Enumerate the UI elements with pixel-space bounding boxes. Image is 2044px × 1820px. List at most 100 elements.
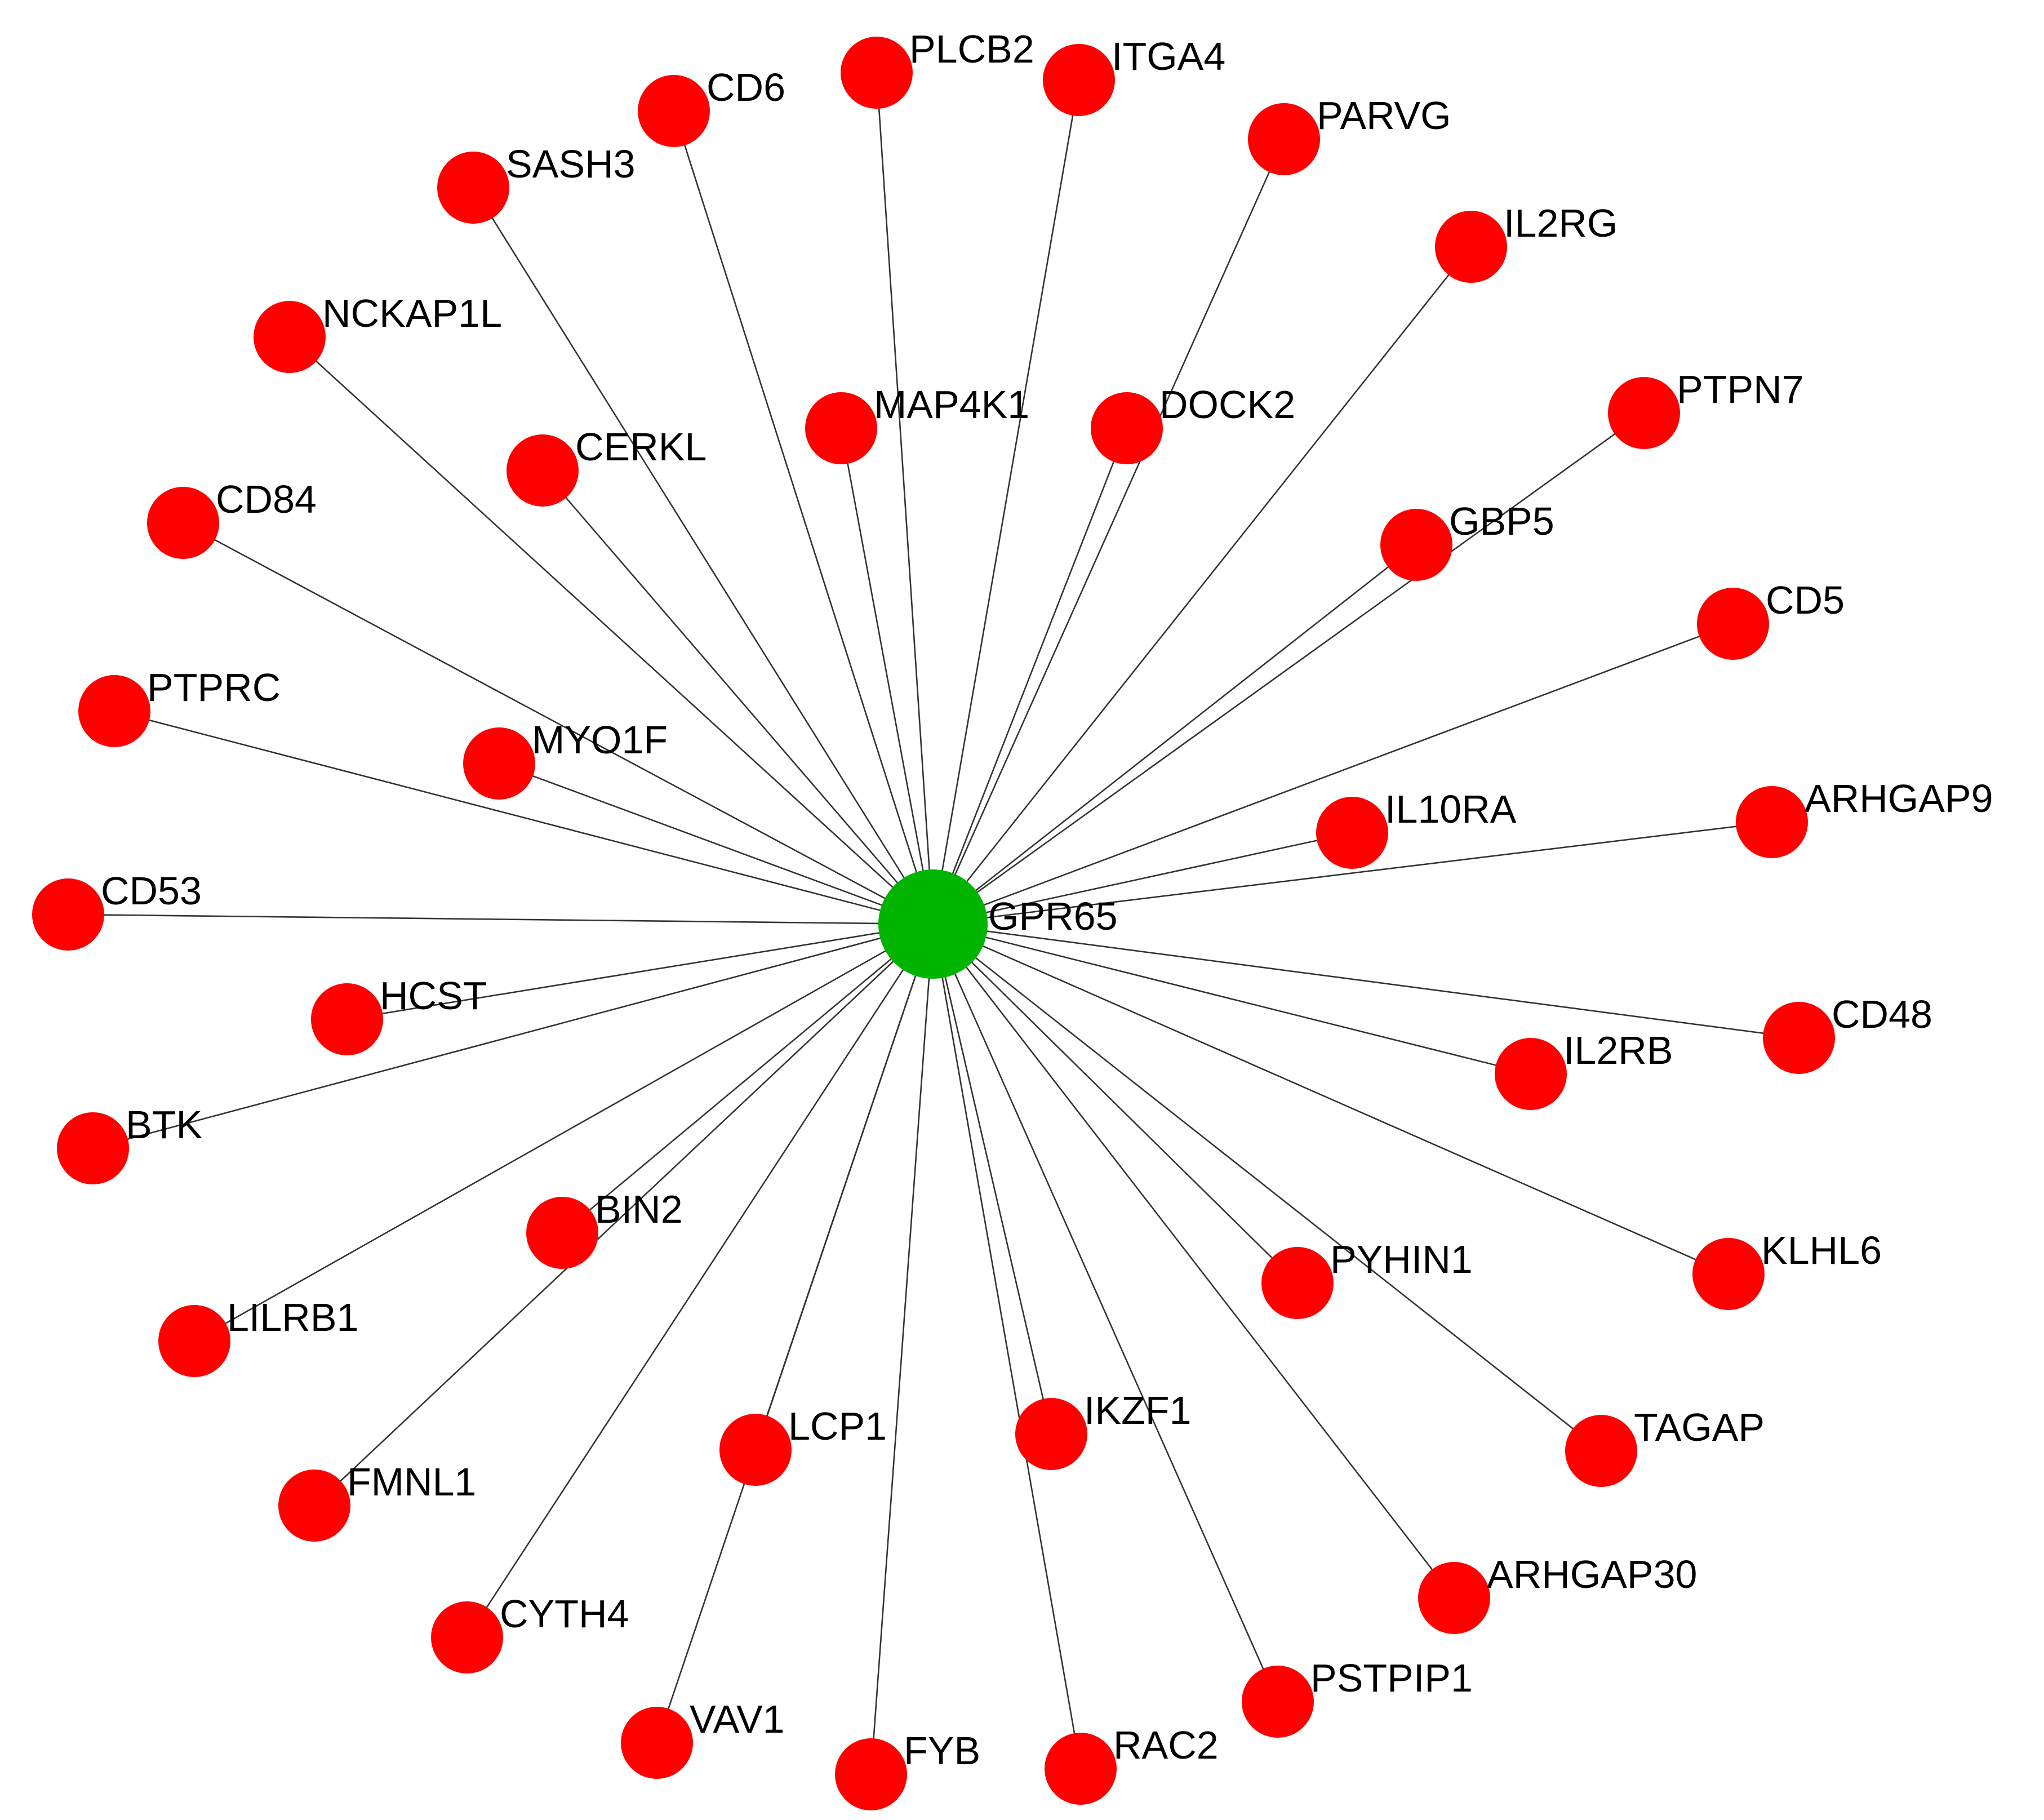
node-cd6[interactable]: CD6 <box>638 65 785 147</box>
node-gpr65-hub[interactable]: GPR65 <box>878 869 1118 979</box>
edge-gpr65-cyth4 <box>466 924 934 1638</box>
node-circle[interactable] <box>1043 44 1115 116</box>
node-il2rb[interactable]: IL2RB <box>1495 1028 1673 1110</box>
node-circle[interactable] <box>158 1305 230 1377</box>
node-ikzf1[interactable]: IKZF1 <box>1015 1388 1192 1470</box>
node-circle[interactable] <box>1261 1247 1334 1319</box>
node-label: DOCK2 <box>1159 383 1295 427</box>
edge-gpr65-arhgap30 <box>932 924 1455 1599</box>
node-circle[interactable] <box>1015 1398 1087 1470</box>
node-circle[interactable] <box>621 1707 693 1779</box>
node-circle[interactable] <box>431 1601 503 1673</box>
node-circle[interactable] <box>1248 103 1320 175</box>
node-circle[interactable] <box>463 727 535 800</box>
node-circle[interactable] <box>835 1738 907 1810</box>
node-plcb2[interactable]: PLCB2 <box>841 27 1034 109</box>
edge-gpr65-ptprc <box>114 710 934 925</box>
node-cd48[interactable]: CD48 <box>1763 992 1932 1074</box>
node-circle[interactable] <box>1045 1733 1117 1805</box>
node-circle[interactable] <box>1091 392 1163 464</box>
node-myo1f[interactable]: MYO1F <box>463 718 668 800</box>
node-label: GBP5 <box>1449 499 1554 543</box>
node-pstpip1[interactable]: PSTPIP1 <box>1242 1656 1473 1738</box>
node-circle[interactable] <box>719 1414 792 1486</box>
edge-gpr65-cerkl <box>542 470 934 925</box>
node-arhgap30[interactable]: ARHGAP30 <box>1418 1552 1697 1634</box>
node-circle[interactable] <box>1418 1562 1490 1634</box>
edge-gpr65-hcst <box>346 923 934 1020</box>
node-circle[interactable] <box>841 37 913 109</box>
node-circle[interactable] <box>311 983 383 1055</box>
node-sash3[interactable]: SASH3 <box>437 142 636 224</box>
node-rac2[interactable]: RAC2 <box>1045 1723 1219 1805</box>
node-hcst[interactable]: HCST <box>311 974 487 1055</box>
node-circle[interactable] <box>506 434 579 507</box>
node-circle[interactable] <box>1435 211 1507 283</box>
node-circle[interactable] <box>147 487 219 559</box>
edge-gpr65-tagap <box>932 923 1602 1452</box>
node-fmnl1[interactable]: FMNL1 <box>278 1460 476 1542</box>
node-label: MAP4K1 <box>874 383 1029 427</box>
node-cd5[interactable]: CD5 <box>1697 578 1845 660</box>
node-vav1[interactable]: VAV1 <box>621 1697 785 1779</box>
node-circle[interactable] <box>1565 1415 1637 1487</box>
node-lilrb1[interactable]: LILRB1 <box>158 1295 358 1377</box>
node-label: MYO1F <box>532 718 668 762</box>
edge-gpr65-map4k1 <box>840 428 934 925</box>
node-gbp5[interactable]: GBP5 <box>1380 499 1554 581</box>
node-bin2[interactable]: BIN2 <box>526 1187 683 1269</box>
node-circle[interactable] <box>1692 1238 1765 1310</box>
node-cyth4[interactable]: CYTH4 <box>431 1592 629 1673</box>
node-circle[interactable] <box>1380 509 1452 581</box>
node-label: FMNL1 <box>347 1460 476 1504</box>
node-map4k1[interactable]: MAP4K1 <box>805 383 1029 464</box>
node-arhgap9[interactable]: ARHGAP9 <box>1736 776 1993 858</box>
node-circle[interactable] <box>78 675 150 747</box>
node-label: VAV1 <box>690 1697 785 1741</box>
node-itga4[interactable]: ITGA4 <box>1043 34 1225 116</box>
node-circle[interactable] <box>254 301 326 373</box>
hub-circle[interactable] <box>878 869 988 979</box>
node-klhl6[interactable]: KLHL6 <box>1692 1228 1882 1310</box>
node-circle[interactable] <box>1697 588 1769 660</box>
node-circle[interactable] <box>1763 1002 1835 1074</box>
node-circle[interactable] <box>526 1197 598 1269</box>
node-circle[interactable] <box>57 1112 129 1184</box>
node-ptpn7[interactable]: PTPN7 <box>1608 367 1804 449</box>
node-circle[interactable] <box>1495 1038 1567 1110</box>
node-circle[interactable] <box>1608 377 1680 449</box>
node-il10ra[interactable]: IL10RA <box>1316 787 1517 869</box>
node-circle[interactable] <box>638 75 710 147</box>
node-circle[interactable] <box>1242 1666 1314 1738</box>
node-label: CERKL <box>575 425 706 469</box>
node-label: IKZF1 <box>1084 1388 1192 1432</box>
node-fyb[interactable]: FYB <box>835 1729 980 1810</box>
node-label: KLHL6 <box>1761 1228 1882 1272</box>
edge-gpr65-ptpn7 <box>932 412 1645 925</box>
node-circle[interactable] <box>805 392 877 464</box>
node-ptprc[interactable]: PTPRC <box>78 665 281 747</box>
node-circle[interactable] <box>32 878 104 951</box>
node-cd53[interactable]: CD53 <box>32 869 202 951</box>
node-il2rg[interactable]: IL2RG <box>1435 201 1618 283</box>
node-label: BIN2 <box>595 1187 683 1231</box>
node-circle[interactable] <box>437 152 509 224</box>
node-nckap1l[interactable]: NCKAP1L <box>254 291 502 373</box>
edge-gpr65-cd5 <box>932 623 1734 925</box>
node-cd84[interactable]: CD84 <box>147 477 317 559</box>
node-circle[interactable] <box>1316 797 1388 869</box>
edge-gpr65-sash3 <box>472 187 934 925</box>
node-label: LILRB1 <box>227 1295 358 1339</box>
node-circle[interactable] <box>1736 786 1808 858</box>
node-parvg[interactable]: PARVG <box>1248 94 1451 175</box>
node-cerkl[interactable]: CERKL <box>506 425 706 507</box>
node-btk[interactable]: BTK <box>57 1103 202 1184</box>
node-tagap[interactable]: TAGAP <box>1565 1405 1765 1487</box>
node-label: TAGAP <box>1634 1405 1765 1449</box>
node-dock2[interactable]: DOCK2 <box>1091 383 1295 464</box>
edge-gpr65-bin2 <box>562 924 934 1233</box>
node-lcp1[interactable]: LCP1 <box>719 1404 887 1486</box>
node-pyhin1[interactable]: PYHIN1 <box>1261 1237 1473 1319</box>
node-circle[interactable] <box>278 1470 350 1542</box>
